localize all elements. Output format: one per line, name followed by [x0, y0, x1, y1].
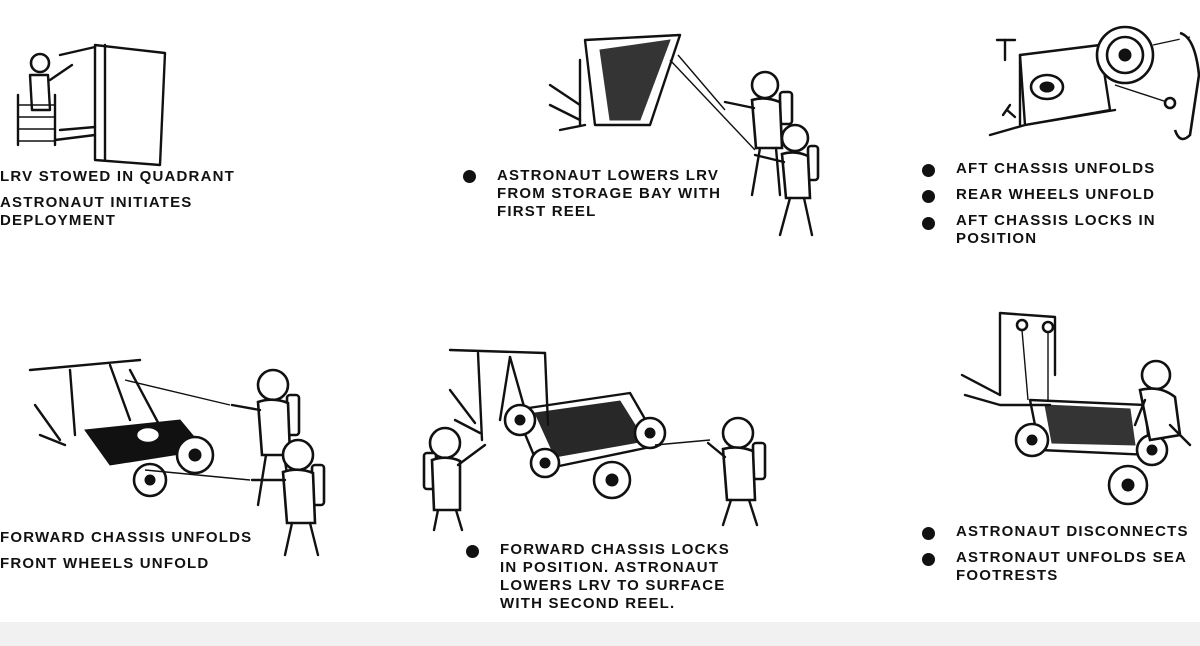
panel-2-illustration: [540, 30, 820, 240]
bottom-band: [0, 622, 1200, 646]
caption-line: IN POSITION. ASTRONAUT: [500, 559, 720, 576]
panel-3-illustration: [985, 15, 1200, 165]
bullet-icon: [922, 164, 935, 177]
caption-line: REAR WHEELS UNFOLD: [956, 186, 1156, 203]
caption-line: ASTRONAUT LOWERS LRV: [497, 167, 720, 184]
panel-5-caption: FORWARD CHASSIS LOCKS IN POSITION. ASTRO…: [466, 541, 730, 613]
caption-line: FROM STORAGE BAY WITH: [497, 185, 722, 202]
bullet-icon: [922, 527, 935, 540]
caption-line: ASTRONAUT UNFOLDS SEA: [956, 549, 1188, 566]
caption-line: WITH SECOND REEL.: [500, 595, 676, 612]
panel-6-illustration: [960, 305, 1200, 515]
caption-line: LRV STOWED IN QUADRANT: [0, 168, 236, 185]
caption-line: ASTRONAUT INITIATES: [0, 194, 193, 211]
panel-1-caption: LRV STOWED IN QUADRANT: [0, 168, 235, 186]
caption-line: LOWERS LRV TO SURFACE: [500, 577, 726, 594]
panel-4-caption: FORWARD CHASSIS UNFOLDS FRONT WHEELS UNF…: [0, 529, 252, 573]
caption-line: DEPLOYMENT: [0, 212, 117, 229]
caption-line: FOOTRESTS: [956, 567, 1059, 584]
panel-3-caption: AFT CHASSIS UNFOLDS REAR WHEELS UNFOLD A…: [922, 160, 1156, 248]
caption-line: AFT CHASSIS UNFOLDS: [956, 160, 1156, 177]
panel-1-illustration: [0, 35, 180, 167]
bullet-icon: [922, 553, 935, 566]
bullet-icon: [922, 190, 935, 203]
bullet-icon: [463, 170, 476, 183]
caption-line: POSITION: [956, 230, 1038, 247]
caption-line: FRONT WHEELS UNFOLD: [0, 555, 210, 572]
panel-6-caption: ASTRONAUT DISCONNECTS ASTRONAUT UNFOLDS …: [922, 523, 1189, 585]
panel-1-caption-2: ASTRONAUT INITIATES DEPLOYMENT: [0, 194, 193, 230]
caption-line: ASTRONAUT DISCONNECTS: [956, 523, 1189, 540]
caption-line: AFT CHASSIS LOCKS IN: [956, 212, 1156, 229]
caption-line: FORWARD CHASSIS LOCKS: [500, 541, 730, 558]
panel-2-caption: ASTRONAUT LOWERS LRV FROM STORAGE BAY WI…: [463, 167, 721, 221]
caption-line: FIRST REEL: [497, 203, 597, 220]
panel-4-illustration: [28, 355, 330, 557]
caption-line: FORWARD CHASSIS UNFOLDS: [0, 529, 253, 546]
panel-5-illustration: [420, 345, 780, 532]
bullet-icon: [922, 217, 935, 230]
bullet-icon: [466, 545, 479, 558]
